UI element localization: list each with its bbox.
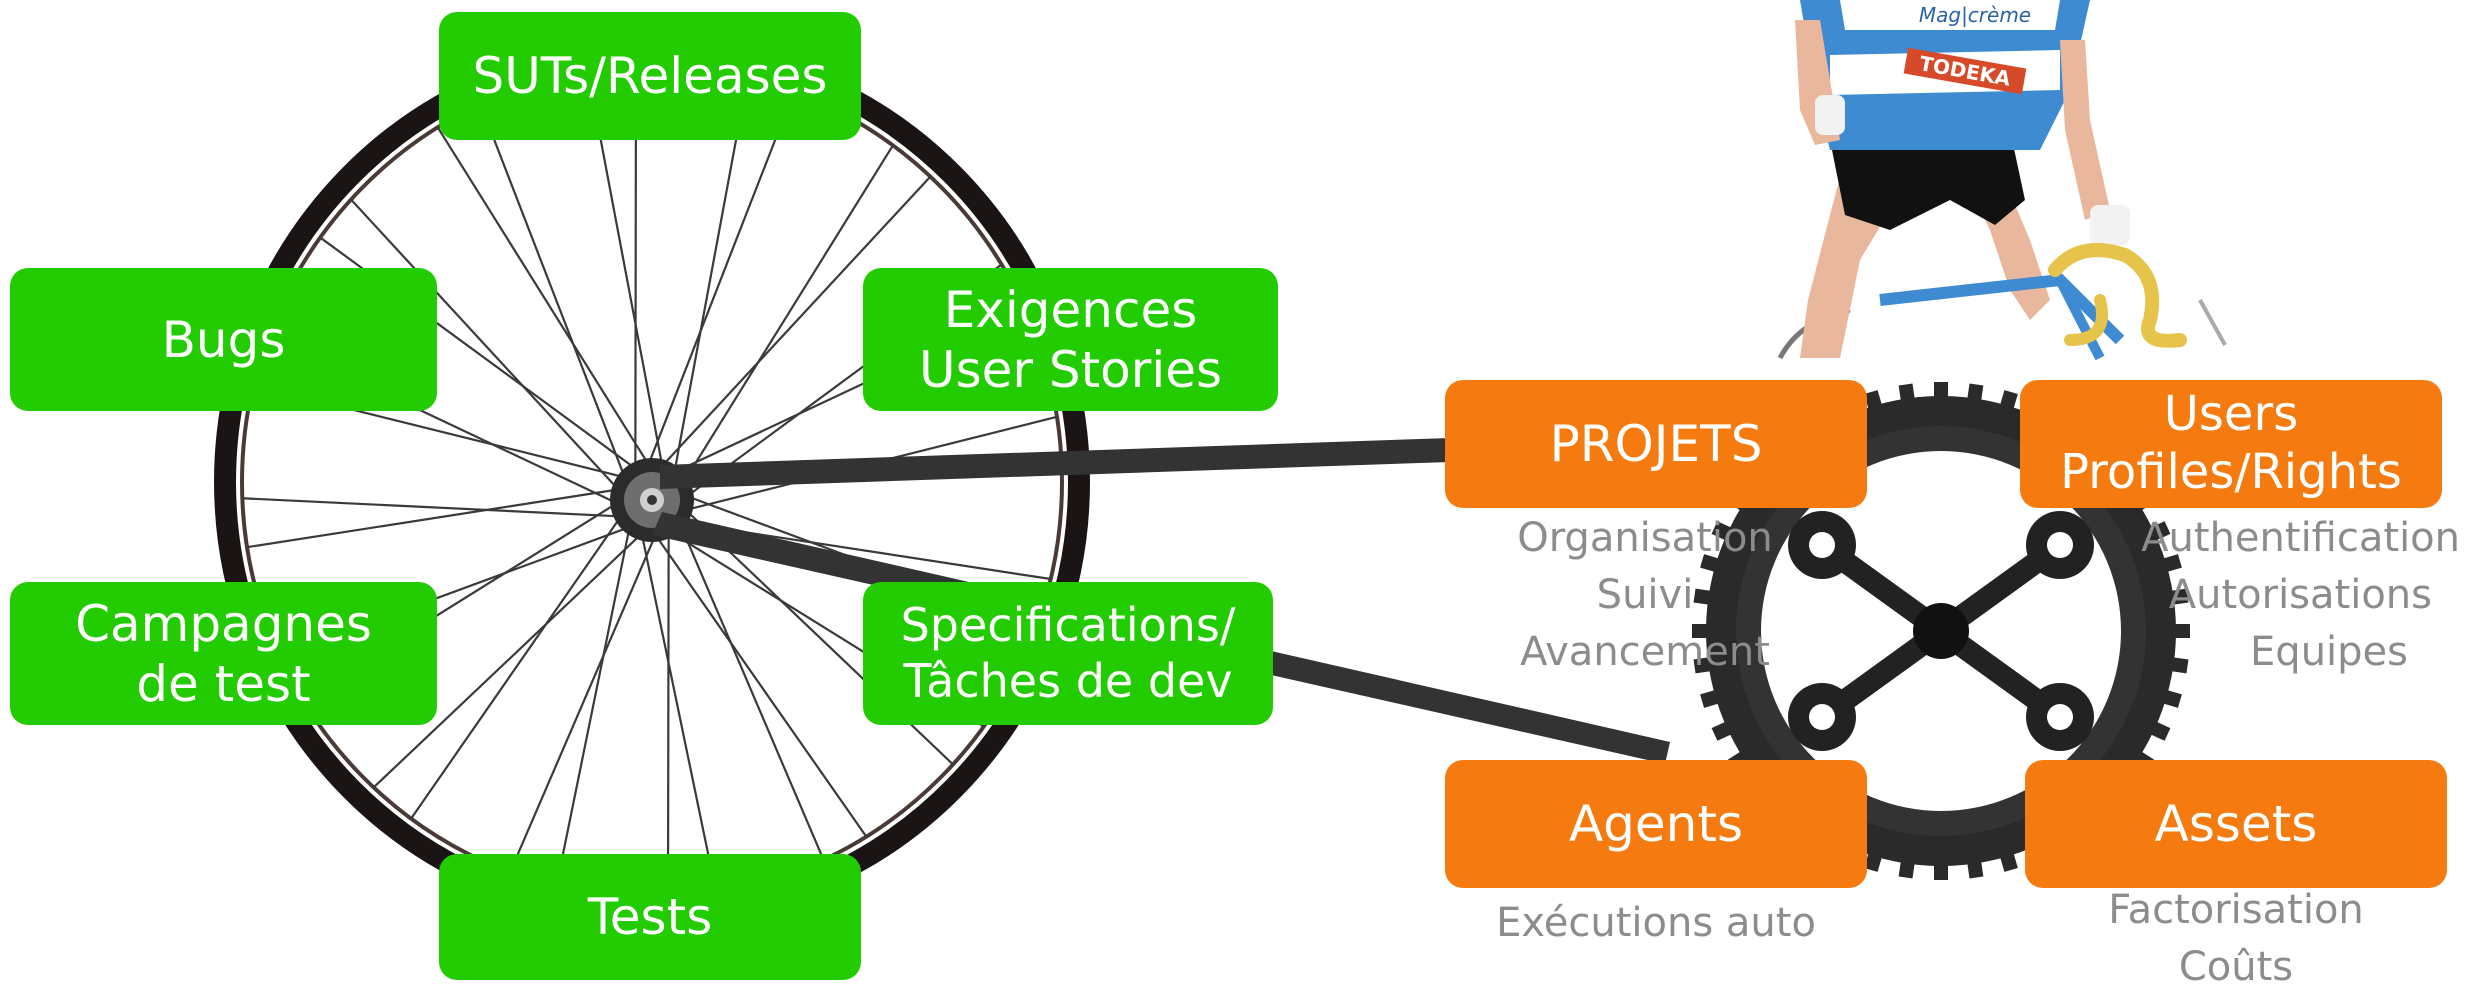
tests-box: Tests: [439, 854, 861, 980]
gear-tooth: [1700, 554, 1726, 574]
suts-releases-box: SUTs/Releases: [439, 12, 861, 140]
wheel-spoke: [246, 487, 625, 549]
taches-de-dev-label: Tâches de dev: [903, 653, 1233, 708]
gear-tooth: [1693, 656, 1718, 674]
wheel-spoke: [508, 528, 659, 873]
wheel-spoke: [242, 497, 628, 518]
wheel-spoke: [639, 527, 718, 894]
avancement-note: Avancement: [1520, 629, 1770, 675]
wheel-spoke: [666, 524, 670, 898]
gear-tooth: [1693, 588, 1718, 606]
chainring-gear: [1692, 382, 2190, 880]
wheel-spoke: [657, 175, 932, 472]
gear-tooth: [2156, 688, 2182, 708]
wheel-spoke: [678, 144, 894, 490]
bugs-box: Bugs: [10, 268, 437, 411]
gear-tooth: [2144, 718, 2171, 741]
wheel-spoke: [479, 103, 629, 484]
exigences-label: Exigences: [943, 280, 1198, 339]
gear-tooth: [2144, 521, 2171, 544]
gear-tooth: [1711, 521, 1738, 544]
gear-tooth: [2164, 656, 2189, 674]
suts-releases-label: SUTs/Releases: [472, 47, 828, 105]
gear-tooth: [1692, 624, 1714, 638]
gear-tooth: [1898, 854, 1916, 879]
wheel-spoke: [672, 77, 749, 479]
gear-tooth: [2168, 624, 2190, 638]
campagnes-label: Campagnes: [75, 594, 372, 653]
de-test-label: de test: [136, 654, 311, 713]
cyclist-photo: [1777, 0, 2227, 361]
agents-notes: Exécutions auto: [1445, 895, 1867, 952]
gear-tooth: [1934, 858, 1948, 880]
gear-tooth: [1966, 383, 1984, 408]
autorisations-note: Autorisations: [2168, 572, 2432, 618]
gear-tooth: [1711, 718, 1738, 741]
assets-notes: Factorisation Coûts: [2025, 882, 2447, 996]
assets-label: Assets: [2154, 795, 2318, 853]
users-box: Users Profiles/Rights: [2020, 380, 2442, 508]
projets-box: PROJETS: [1445, 380, 1867, 508]
suivi-note: Suivi: [1596, 572, 1694, 618]
gear-tooth: [1998, 390, 2018, 416]
gear-tooth: [1966, 854, 1984, 879]
users-label: Users: [2163, 386, 2299, 443]
campagnes-box: Campagnes de test: [10, 582, 437, 725]
wheel-spoke: [350, 198, 624, 495]
authentification-note: Authentification: [2141, 515, 2460, 561]
factorisation-note: Factorisation: [2108, 887, 2364, 933]
tests-label: Tests: [587, 888, 713, 946]
equipes-note: Equipes: [2250, 629, 2408, 675]
assets-box: Assets: [2025, 760, 2447, 888]
jersey-brand-text: Mag|crème: [1918, 3, 2032, 27]
bicycle-wheel: [214, 38, 1090, 926]
exigences-box: Exigences User Stories: [863, 268, 1278, 411]
wheel-spoke: [555, 520, 632, 887]
wheel-spoke: [436, 126, 653, 471]
gear-tooth: [1998, 846, 2018, 872]
organisation-note: Organisation: [1517, 515, 1773, 561]
couts-note: Coûts: [2178, 944, 2294, 990]
agents-box: Agents: [1445, 760, 1867, 888]
wheel-spoke: [410, 510, 626, 820]
bugs-label: Bugs: [161, 310, 286, 369]
gear-tooth: [1934, 382, 1948, 404]
wheel-spoke: [645, 91, 796, 471]
projets-label: PROJETS: [1549, 415, 1763, 473]
wheel-spoke: [651, 529, 868, 838]
gear-tooth: [2164, 588, 2189, 606]
user-stories-label: User Stories: [918, 340, 1223, 399]
agents-label: Agents: [1568, 795, 1744, 853]
gear-tooth: [1898, 383, 1916, 408]
gear-tooth: [1700, 688, 1726, 708]
wheel-spoke: [675, 516, 825, 861]
projets-notes: Organisation Suivi Avancement: [1455, 510, 1835, 681]
specifications-box: Specifications/ Tâches de dev: [863, 582, 1273, 725]
users-notes: Authentification Autorisations Equipes: [2085, 510, 2460, 681]
gear-tooth: [2156, 554, 2182, 574]
gear-tooth: [1864, 390, 1884, 416]
profiles-rights-label: Profiles/Rights: [2060, 444, 2402, 500]
wheel-spoke: [372, 528, 647, 789]
gear-tooth: [1864, 846, 1884, 872]
specifications-label: Specifications/: [900, 598, 1236, 653]
executions-auto-note: Exécutions auto: [1496, 900, 1816, 946]
